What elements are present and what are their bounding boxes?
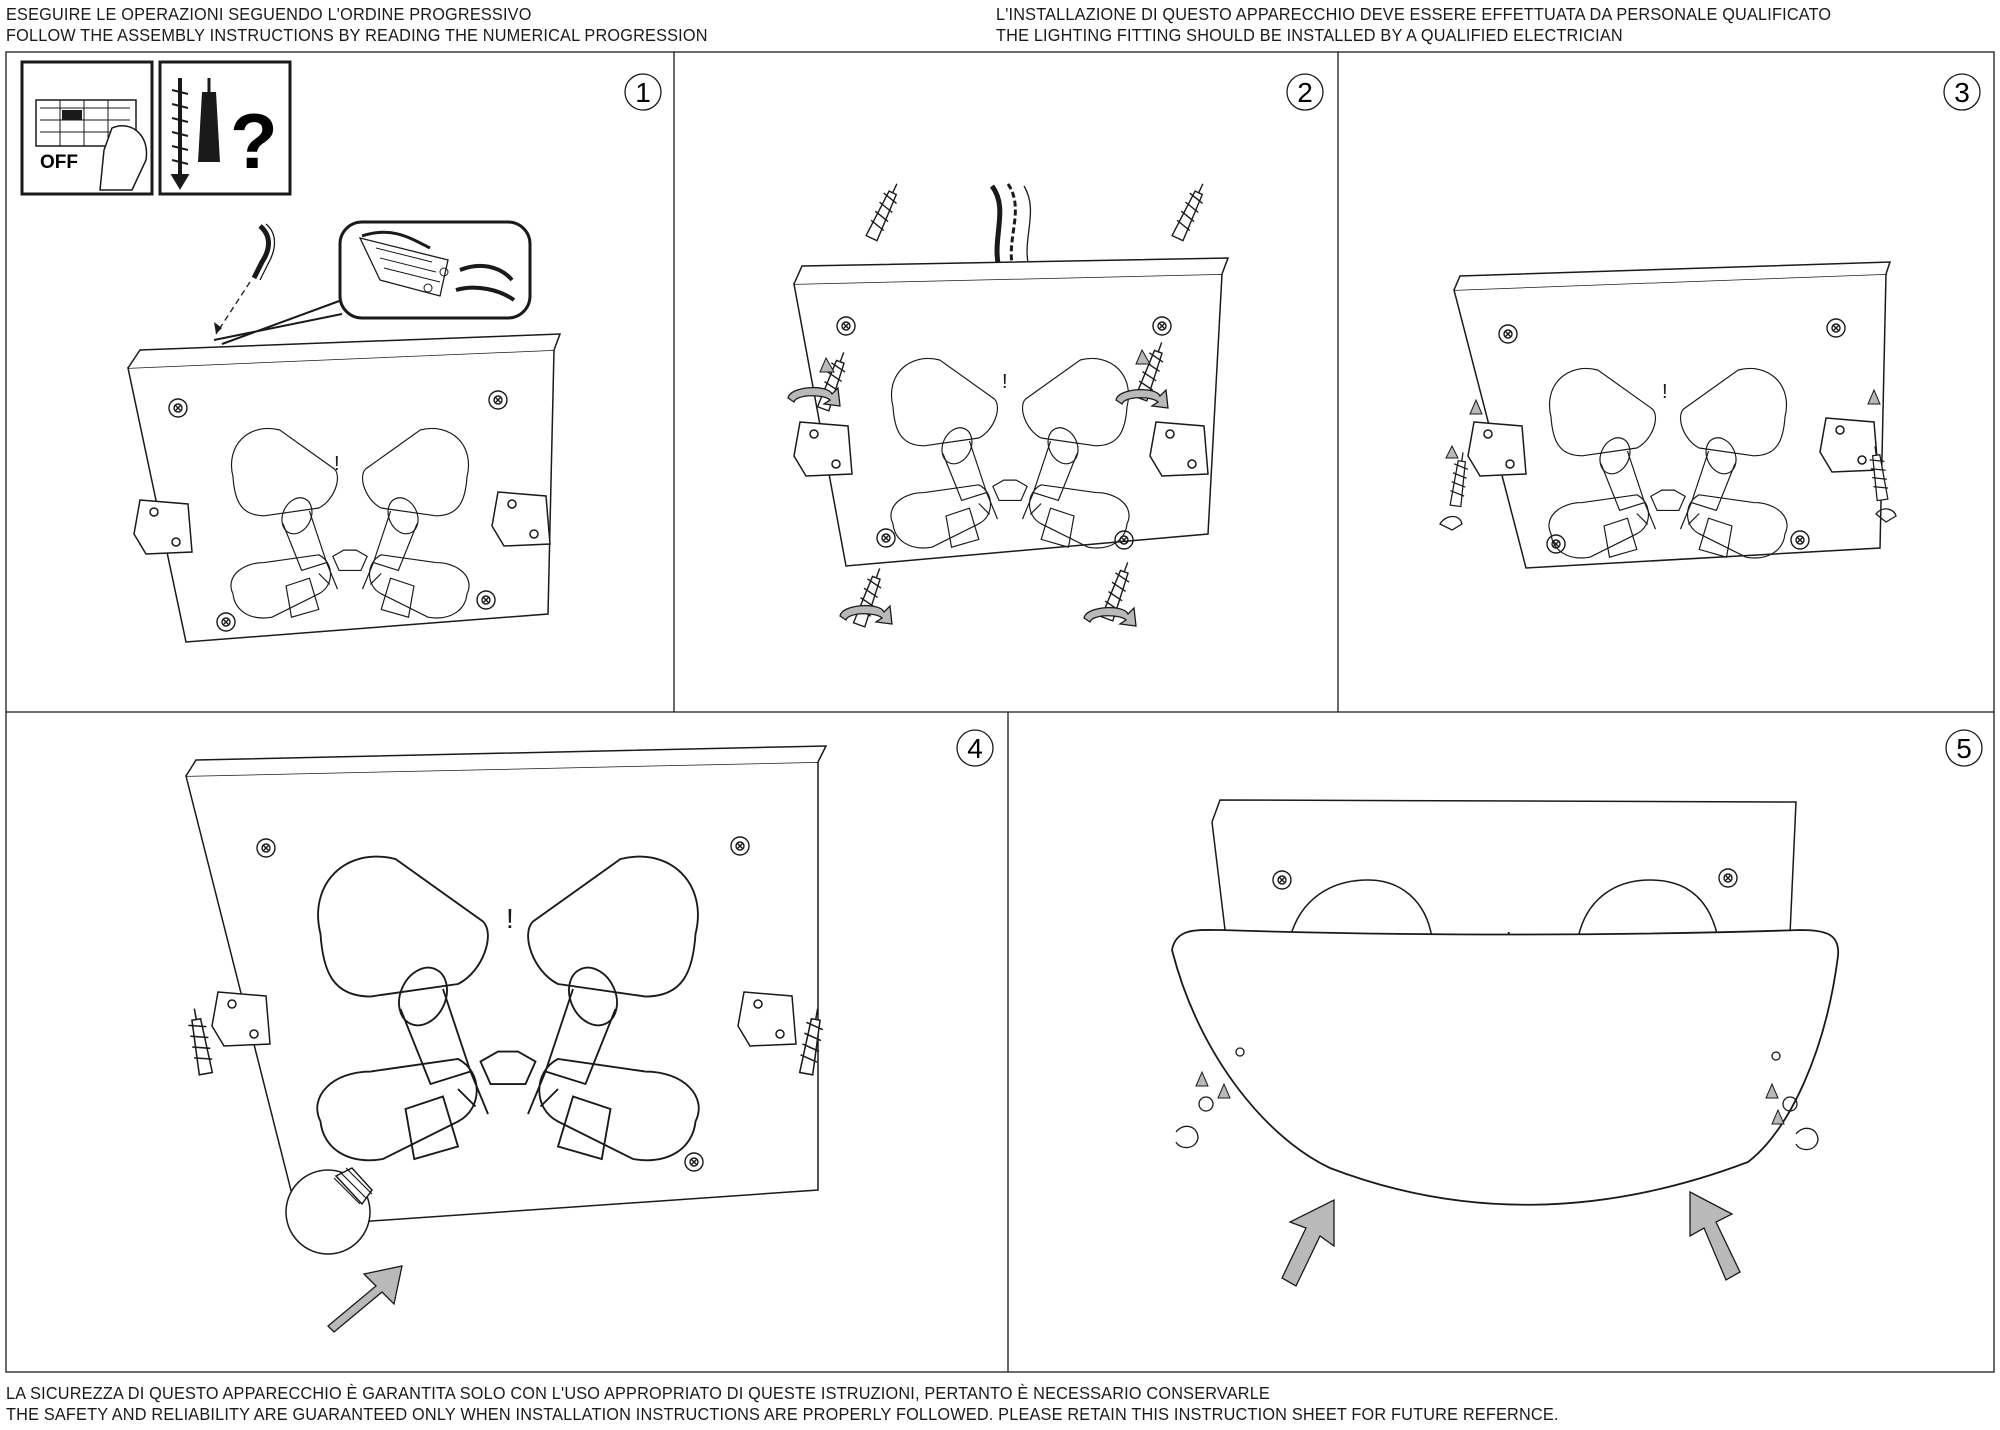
header-right-italian: L'INSTALLAZIONE DI QUESTO APPARECCHIO DE… [996,4,1832,24]
footer-italian: LA SICUREZZA DI QUESTO APPARECCHIO È GAR… [6,1383,1270,1403]
svg-text:?: ? [230,97,278,185]
insert-bulb-arrow [327,1265,403,1333]
svg-text:OFF: OFF [40,152,78,173]
step-1-number: 1 [624,73,662,111]
svg-text:!: ! [334,453,340,475]
circuit-breaker-off-icon: OFF [20,60,154,196]
step-5-illustration: ! [1171,799,1839,1287]
step-3-number: 3 [1943,73,1981,111]
svg-text:!: ! [1662,381,1668,403]
svg-text:3: 3 [1954,77,1970,108]
svg-text:4: 4 [967,733,983,764]
step-4-number: 4 [956,729,994,767]
step-2-number: 2 [1286,73,1324,111]
screw-and-wall-plug-icon: ? [158,60,292,196]
svg-text:!: ! [1002,371,1008,393]
footer-english: THE SAFETY AND RELIABILITY ARE GUARANTEE… [6,1404,1559,1424]
glass-diffuser [1171,929,1839,1206]
svg-text:1: 1 [635,77,651,108]
header-left-italian: ESEGUIRE LE OPERAZIONI SEGUENDO L'ORDINE… [6,4,532,24]
step-2-illustration: ! [787,179,1230,629]
step-5-number: 5 [1945,729,1983,767]
step-3-illustration: ! [1439,261,1897,569]
footer: LA SICUREZZA DI QUESTO APPARECCHIO È GAR… [6,1383,1559,1425]
svg-text:5: 5 [1956,733,1972,764]
svg-text:!: ! [506,903,514,934]
header-right-english: THE LIGHTING FITTING SHOULD BE INSTALLED… [996,25,1623,45]
header-left: ESEGUIRE LE OPERAZIONI SEGUENDO L'ORDINE… [6,4,708,46]
step-4-illustration: ! [184,745,828,1333]
push-diffuser-arrow-left [1281,1198,1335,1287]
svg-text:2: 2 [1297,77,1313,108]
header-right: L'INSTALLAZIONE DI QUESTO APPARECCHIO DE… [996,4,1831,46]
step-1-illustration: OFF ? ! [20,60,562,643]
header-left-english: FOLLOW THE ASSEMBLY INSTRUCTIONS BY READ… [6,25,708,45]
push-diffuser-arrow-right [1689,1190,1741,1281]
